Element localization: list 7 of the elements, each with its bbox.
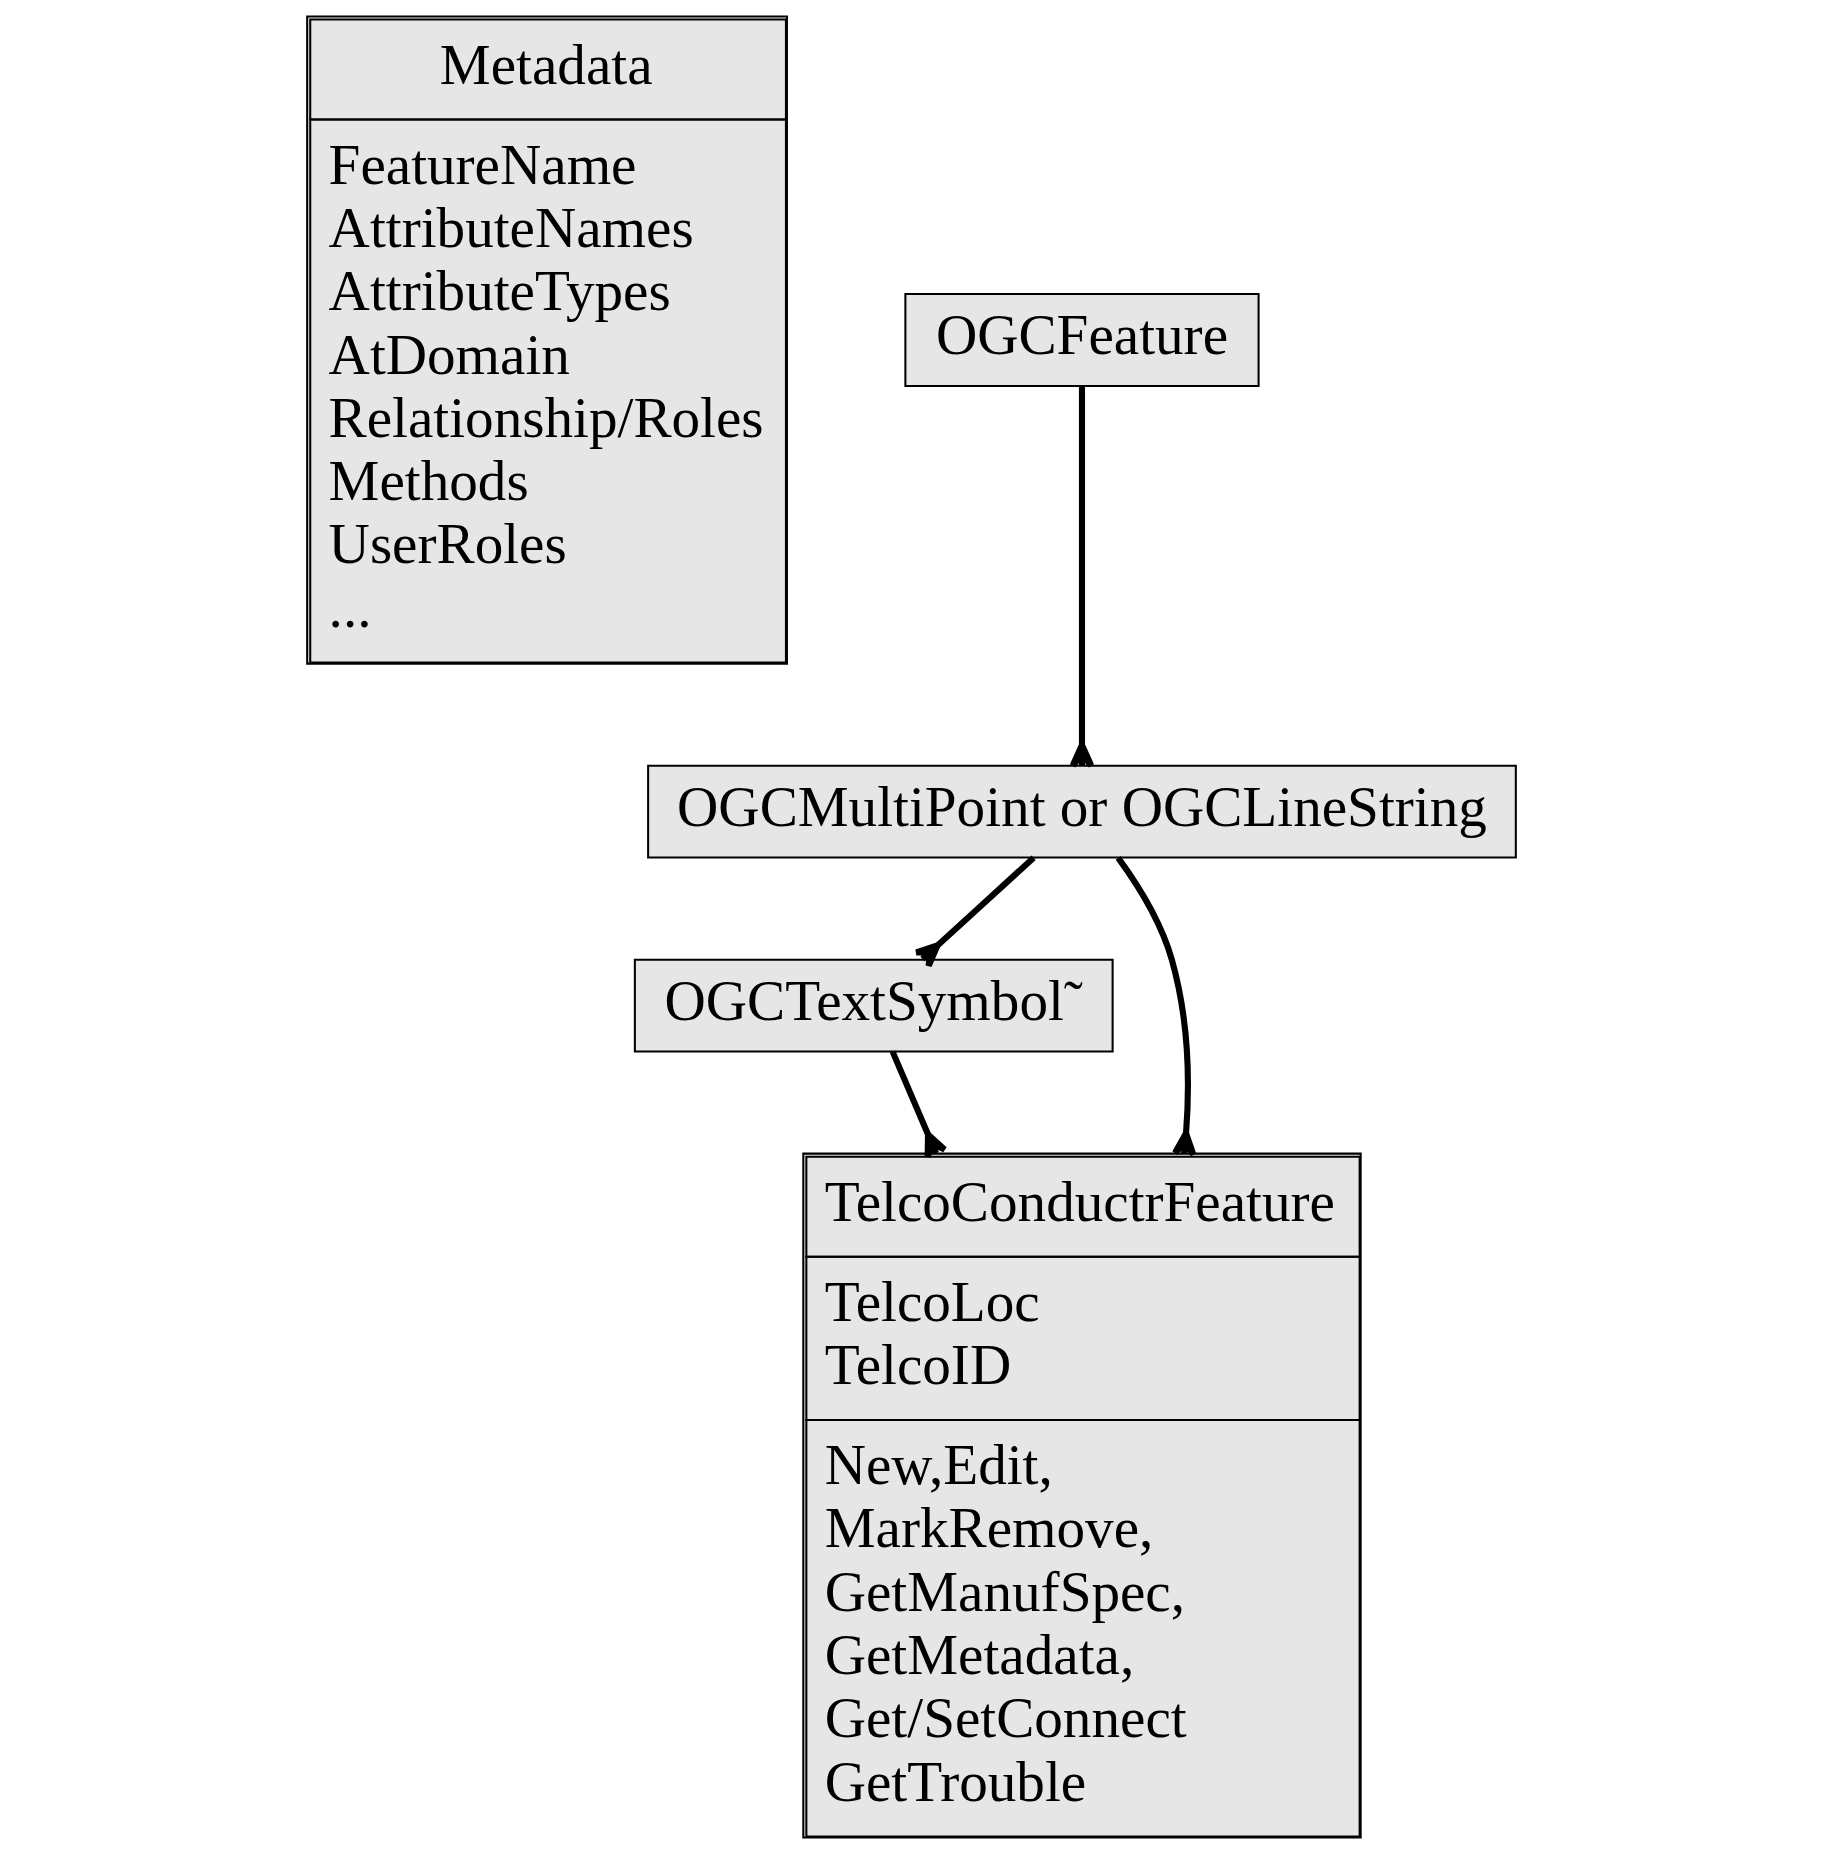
- node-box: OGCTextSymbol˜: [633, 958, 1114, 1053]
- connector: [1069, 386, 1095, 769]
- connector: [1115, 856, 1197, 1158]
- connector: [913, 855, 1036, 969]
- node-box: OGCMultiPoint or OGCLineString: [647, 764, 1517, 859]
- connector: [889, 1050, 948, 1160]
- node-box: OGCFeature: [904, 293, 1260, 387]
